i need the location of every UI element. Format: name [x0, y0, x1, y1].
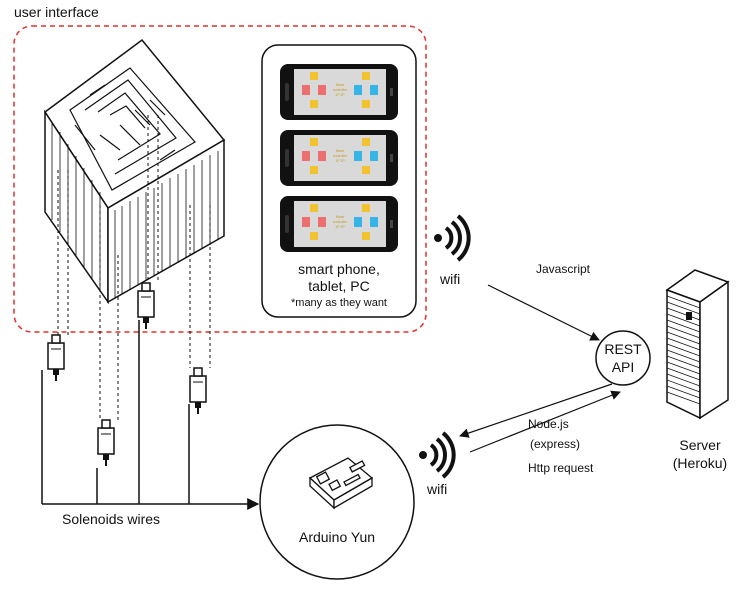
wifi-top-label: wifi: [439, 271, 460, 287]
wifi-bottom-label: wifi: [426, 481, 447, 497]
server-label-line2: (Heroku): [673, 455, 727, 471]
user-interface-label: user interface: [14, 4, 99, 20]
devices-label-line2: tablet, PC: [308, 278, 369, 294]
devices-note: *many as they want: [291, 297, 387, 309]
solenoid-3: [189, 367, 207, 415]
http-request-label: Http request: [528, 461, 594, 475]
express-label: (express): [530, 437, 580, 451]
solenoid-2: [47, 334, 65, 382]
solenoid-1: [137, 282, 155, 330]
wifi-bottom-icon: [417, 431, 456, 479]
solenoid-guides: [57, 115, 211, 420]
solenoid-4: [97, 419, 115, 467]
request-arrow: [469, 390, 621, 453]
response-arrow: [459, 383, 613, 438]
wifi-top-icon: [432, 214, 471, 262]
solenoid-wires: [41, 320, 260, 510]
phone-device-2: [280, 130, 398, 186]
maze-box: [43, 38, 226, 305]
rest-label-line2: API: [612, 359, 635, 375]
rest-label-line1: REST: [604, 341, 642, 357]
rest-api-node: [595, 330, 651, 386]
devices-label-line1: smart phone,: [298, 261, 380, 277]
javascript-arrow: [487, 284, 600, 341]
phone-device-3: [280, 196, 398, 252]
arduino-board-icon: [308, 457, 374, 510]
server-label-line1: Server: [679, 437, 721, 453]
solenoids-wires-label: Solenoids wires: [62, 511, 160, 527]
nodejs-label: Node.js: [528, 417, 569, 431]
phone-device-1: [280, 64, 398, 120]
arduino-label: Arduino Yun: [299, 529, 375, 545]
javascript-label: Javascript: [536, 262, 591, 276]
server-icon: [665, 269, 730, 420]
